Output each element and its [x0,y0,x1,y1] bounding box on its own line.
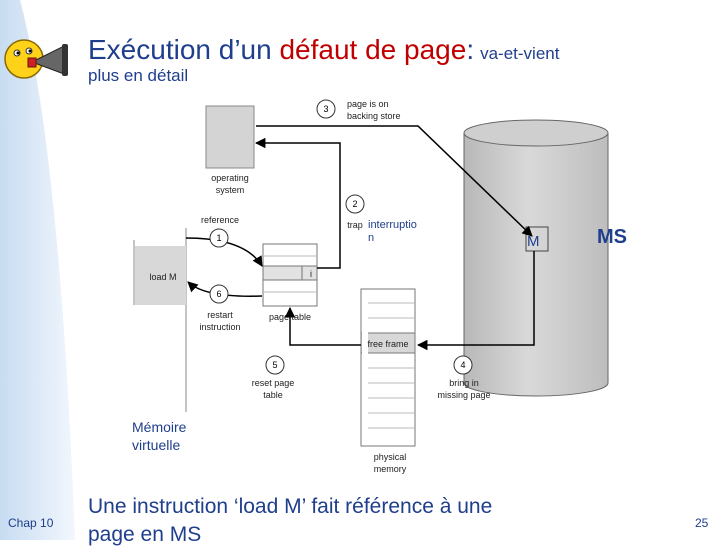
step-6-circle: 6 [209,284,229,304]
step-2-label: trap [347,220,363,230]
svg-text:system: system [216,185,245,195]
svg-text:operating: operating [211,173,249,183]
step-1-circle: 1 [209,228,229,248]
step-3-circle: 3 [316,99,336,119]
slide-subtitle: plus en détail [88,66,189,85]
step-3-label-line2: backing store [347,111,401,121]
svg-text:1: 1 [216,233,221,243]
step-2-circle: 2 [345,194,365,214]
step-3-label-line1: page is on [347,99,389,109]
step-5-label-line1: reset page [252,378,295,388]
svg-text:free frame: free frame [367,339,408,349]
step-5-label-line2: table [263,390,283,400]
step-4-label-line2: missing page [437,390,490,400]
operating-system-block: operating system [205,105,255,195]
step-6-label-line1: restart [207,310,233,320]
svg-text:5: 5 [272,360,277,370]
svg-text:4: 4 [460,360,465,370]
step-4-circle: 4 [453,355,473,375]
physical-memory: free frame physical memory [360,288,416,474]
page-m-label: M [527,233,540,250]
backing-store-disk [463,119,609,397]
sidebar-decoration [0,0,75,540]
svg-text:i: i [310,269,312,279]
step-4-label-line1: bring in [449,378,479,388]
flow-arrows [185,125,535,351]
svg-text:3: 3 [323,104,328,114]
step-circles: 1 2 3 4 5 6 [209,99,473,375]
footer-page-number: 25 [695,516,709,530]
svg-text:6: 6 [216,289,221,299]
step-6-label-line2: instruction [199,322,240,332]
footer-chapter: Chap 10 [8,516,54,530]
slide-title: Exécution d’un défaut de page:va-et-vien… [88,34,560,65]
step-1-label: reference [201,215,239,225]
megaphone-smiley-icon [4,39,68,79]
svg-text:2: 2 [352,199,357,209]
virtual-memory-block: load M [133,228,187,412]
svg-text:physical: physical [374,452,407,462]
bottom-caption: Une instruction ‘load M’ fait référence … [88,495,493,546]
svg-text:load M: load M [149,272,176,282]
svg-text:memory: memory [374,464,407,474]
step-5-circle: 5 [265,355,285,375]
ms-label: MS [597,226,627,248]
